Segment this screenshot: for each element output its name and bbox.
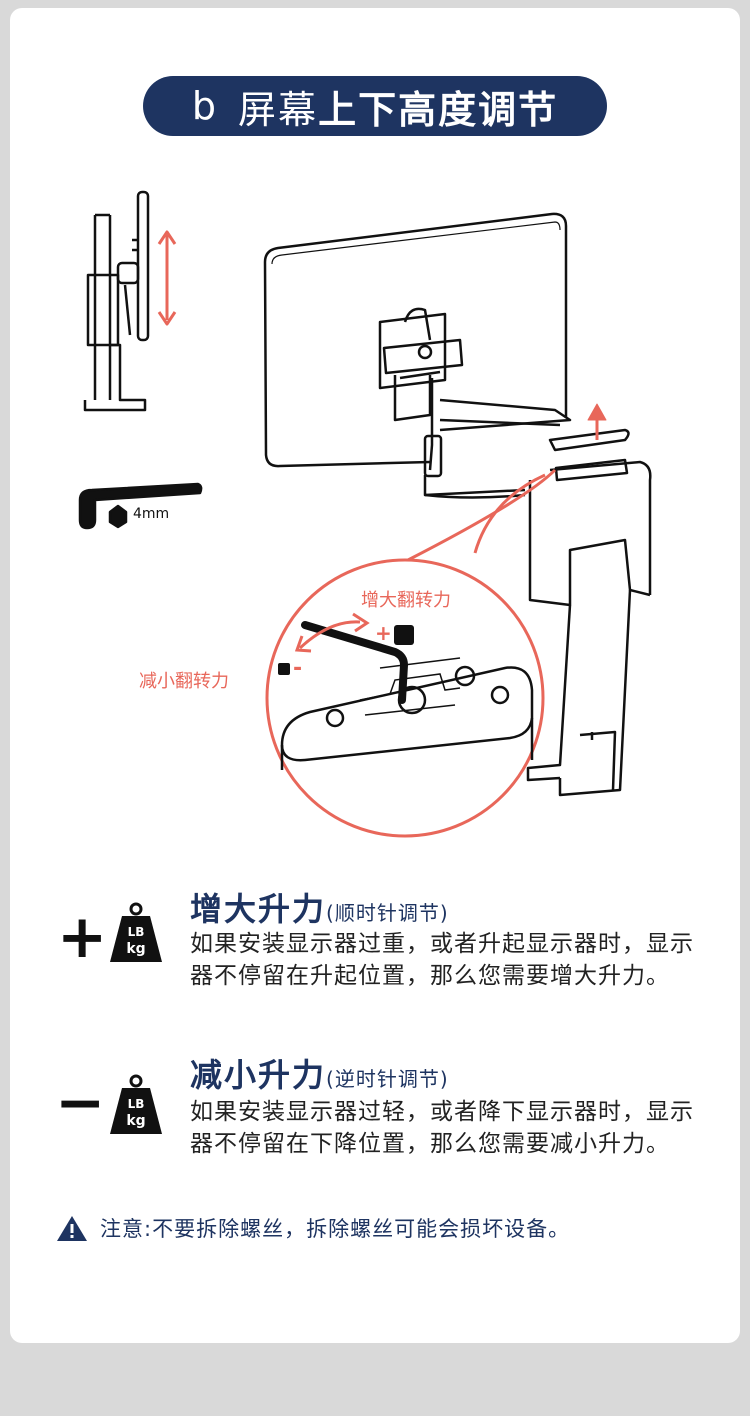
zoom-callout [265,468,557,838]
weight-icon: LB kg [110,902,162,962]
increase-lift-body: 如果安装显示器过重，或者升起显示器时，显示器不停留在升起位置，那么您需要增大升力… [190,931,694,989]
increase-torque-label: 增大翻转力 [361,590,451,611]
zoom-plus-sign: + [375,621,392,645]
weight-icon-small-plus [394,625,414,645]
desk-column [526,458,652,797]
tool-size-label: 4mm [133,506,170,522]
svg-text:LB: LB [128,925,145,939]
rotation-arrow [294,612,370,653]
title-letter: b [191,84,219,128]
title-part1: 屏幕 [238,87,319,132]
decrease-lift-title: 减小升力(逆时针调节) [190,1056,449,1094]
svg-text:kg: kg [126,941,145,957]
up-arrow [587,403,607,440]
warning-text: 注意:不要拆除螺丝，拆除螺丝可能会损坏设备。 [100,1217,571,1241]
increase-lift-title: 增大升力(顺时针调节) [190,890,449,928]
warning-icon [57,1216,87,1241]
weight-icon: LB kg [110,1074,162,1134]
decrease-lift-body: 如果安装显示器过轻，或者降下显示器时，显示器不停留在下降位置，那么您需要减小升力… [190,1099,694,1157]
side-view-diagram [83,190,150,412]
title-part2: 上下高度调节 [318,87,559,132]
minus-sign: − [55,1068,106,1138]
section-title-banner: b 屏幕 上下高度调节 [143,76,607,136]
plus-sign: + [57,902,108,972]
hex-key-tool [78,482,203,530]
monitor [263,212,568,468]
hex-key-in-socket [301,621,409,704]
hex-icon [108,504,128,529]
warning-note: 注意:不要拆除螺丝，拆除螺丝可能会损坏设备。 [56,1213,570,1243]
vertical-arrow [157,230,177,326]
svg-text:kg: kg [126,1113,145,1129]
zoom-detail [280,657,534,770]
weight-icon-small-minus [278,663,290,675]
decrease-torque-label: 减小翻转力 [139,671,229,692]
svg-text:LB: LB [128,1097,145,1111]
zoom-minus-sign: - [293,656,302,681]
